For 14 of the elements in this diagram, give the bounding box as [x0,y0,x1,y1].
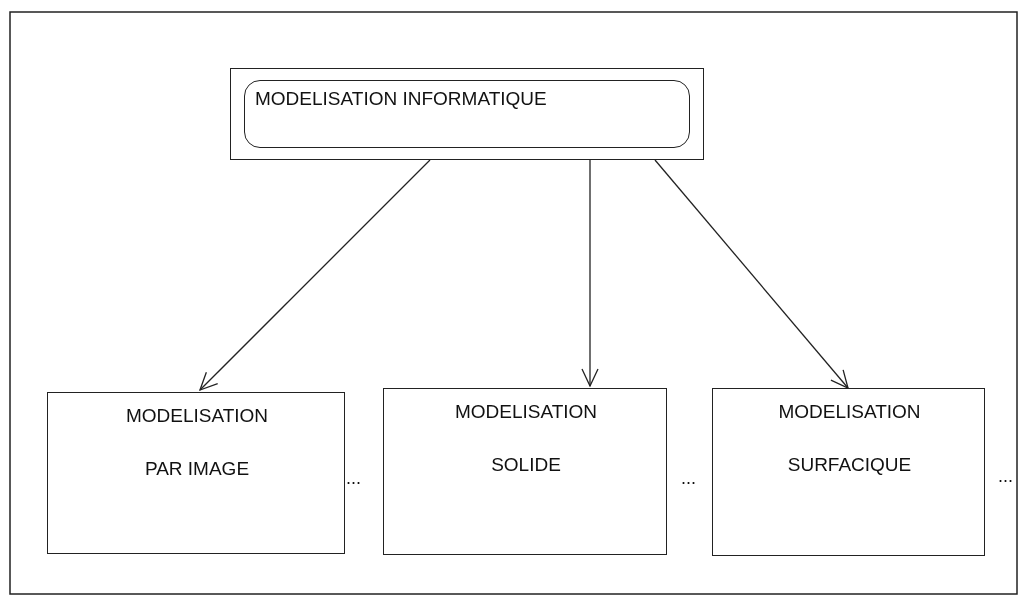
ellipsis-text: ... [346,468,361,489]
process-box [383,388,667,555]
ellipsis-text: ... [681,468,696,489]
process-box [47,392,345,554]
ellipsis-text: ... [998,466,1013,487]
box-label: MODELISATION SURFACIQUE [777,400,922,477]
arrow [199,159,431,391]
box-label: MODELISATION PAR IMAGE [124,404,270,481]
arrow [654,159,849,389]
title-box [230,68,704,160]
box-label: MODELISATION INFORMATIQUE [255,87,547,111]
box-label: MODELISATION SOLIDE [453,400,599,477]
arrow [581,159,599,387]
process-box [712,388,985,556]
